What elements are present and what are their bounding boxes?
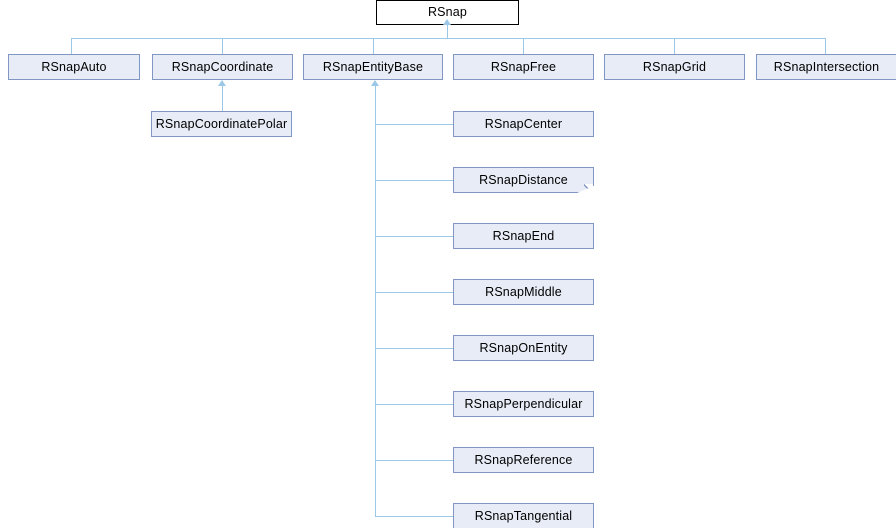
class-node-label: RSnapDistance xyxy=(479,172,568,187)
connector-elbow-rsnapperpendicular xyxy=(375,404,453,405)
connector-elbow-rsnaponentity xyxy=(375,348,453,349)
class-node-rsnapdistance[interactable]: RSnapDistance xyxy=(453,167,594,193)
connector-root-stem xyxy=(447,25,448,38)
connector-elbow-rsnapreference xyxy=(375,460,453,461)
connector-elbow-rsnapmiddle xyxy=(375,292,453,293)
class-node-label: RSnapFree xyxy=(490,59,557,74)
class-node-label: RSnapOnEntity xyxy=(479,340,568,355)
class-node-label: RSnapCoordinate xyxy=(171,59,274,74)
class-node-rsnapreference[interactable]: RSnapReference xyxy=(453,447,594,473)
class-node-label: RSnapGrid xyxy=(642,59,707,74)
connector-elbow-rsnapdistance xyxy=(375,180,453,181)
class-node-rsnapcoordinate[interactable]: RSnapCoordinate xyxy=(152,54,293,80)
connector-drop-rsnapfree xyxy=(523,38,524,54)
connector-drop-rsnapauto xyxy=(71,38,72,54)
connector-drop-rsnapintersection xyxy=(825,38,826,54)
inheritance-arrow-rsnapcoordinate xyxy=(218,80,226,86)
connector-elbow-rsnapend xyxy=(375,236,453,237)
connector-drop-rsnapentitybase xyxy=(373,38,374,54)
class-node-label: RSnapCenter xyxy=(484,116,563,131)
inheritance-arrow-root xyxy=(443,19,451,25)
class-node-rsnaptangential[interactable]: RSnapTangential xyxy=(453,503,594,528)
class-node-rsnapauto[interactable]: RSnapAuto xyxy=(8,54,140,80)
connector-elbow-rsnapcenter xyxy=(375,124,453,125)
class-node-label: RSnapEntityBase xyxy=(322,59,424,74)
inheritance-arrow-rsnapentitybase xyxy=(371,80,379,86)
class-node-label: RSnapMiddle xyxy=(485,284,562,299)
class-node-label: RSnapEnd xyxy=(492,228,555,243)
class-node-label: RSnapTangential xyxy=(474,508,573,523)
class-node-rsnapperpendicular[interactable]: RSnapPerpendicular xyxy=(453,391,594,417)
class-node-label: RSnapCoordinatePolar xyxy=(155,116,288,131)
connector-elbow-rsnaptangential xyxy=(375,516,453,517)
class-node-rsnapintersection[interactable]: RSnapIntersection xyxy=(756,54,896,80)
connector-drop-rsnapgrid xyxy=(674,38,675,54)
connector-bus-level1 xyxy=(71,38,825,39)
class-node-rsnapend[interactable]: RSnapEnd xyxy=(453,223,594,249)
class-node-rsnaponentity[interactable]: RSnapOnEntity xyxy=(453,335,594,361)
class-node-label: RSnapAuto xyxy=(41,59,107,74)
class-node-label: RSnapReference xyxy=(474,452,573,467)
class-node-label: RSnapPerpendicular xyxy=(464,396,583,411)
class-node-rsnapmiddle[interactable]: RSnapMiddle xyxy=(453,279,594,305)
class-node-rsnapentitybase[interactable]: RSnapEntityBase xyxy=(303,54,443,80)
class-node-rsnapcenter[interactable]: RSnapCenter xyxy=(453,111,594,137)
connector-trunk-rsnapentitybase xyxy=(375,86,376,517)
connector-rsnapcoordinate-to-polar xyxy=(222,86,223,111)
class-node-label: RSnapIntersection xyxy=(773,59,880,74)
class-node-rsnapgrid[interactable]: RSnapGrid xyxy=(604,54,745,80)
class-node-rsnapfree[interactable]: RSnapFree xyxy=(453,54,594,80)
connector-drop-rsnapcoordinate xyxy=(222,38,223,54)
class-node-label: RSnap xyxy=(428,5,467,20)
class-node-rsnapcoordinatepolar[interactable]: RSnapCoordinatePolar xyxy=(151,111,292,137)
